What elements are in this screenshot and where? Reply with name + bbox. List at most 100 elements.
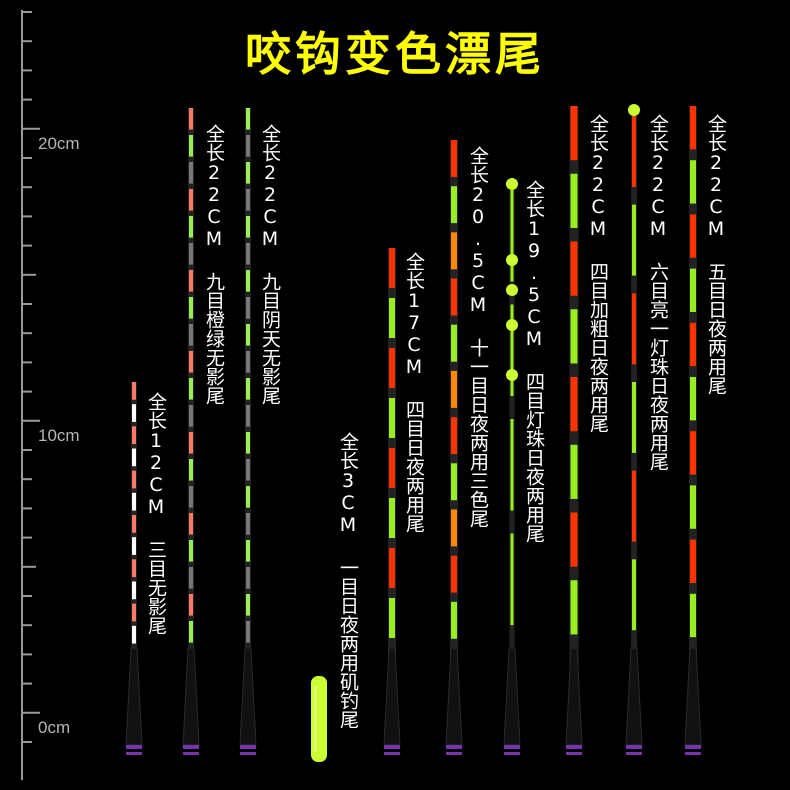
float-tail-segment — [246, 162, 250, 184]
float-tail-segment — [246, 135, 250, 157]
float-body — [383, 647, 401, 746]
float-tail-segment — [246, 189, 250, 211]
float-tail-segment — [570, 580, 578, 635]
float-base-ring — [626, 745, 642, 749]
float-tail-segment — [189, 405, 193, 427]
float-tail-segment — [189, 378, 193, 400]
float-tail-segment — [451, 601, 457, 639]
float-tail-segment — [246, 621, 250, 643]
float-tail-segment — [246, 270, 250, 292]
float-tail-segment — [189, 486, 193, 508]
float-tail-segment — [632, 470, 636, 542]
float-tail-segment — [570, 444, 578, 499]
float-base-ring — [126, 752, 142, 755]
float-tail-segment — [189, 432, 193, 454]
float-tail-segment — [389, 348, 395, 388]
float-tail-segment — [510, 304, 514, 397]
float-f1 — [125, 382, 143, 755]
float-base-ring — [626, 752, 642, 755]
float-tube-highlight — [314, 686, 317, 752]
float-tail-segment — [246, 594, 250, 616]
float-tail-segment — [451, 278, 457, 316]
float-tail-segment — [570, 173, 578, 228]
float-tail-segment — [189, 297, 193, 319]
float-f3 — [239, 108, 257, 755]
float-bead — [506, 254, 518, 266]
float-tail-segment — [451, 417, 457, 455]
float-bead — [506, 319, 518, 331]
float-base-ring — [240, 752, 256, 755]
float-label-22cm-five: 全长22CM 五目日夜两用尾 — [705, 114, 727, 395]
float-tail-segment — [451, 232, 457, 270]
float-f5 — [383, 248, 401, 755]
float-base-ring — [566, 745, 582, 749]
float-base-ring — [685, 752, 701, 755]
float-tail-segment — [389, 598, 395, 638]
float-tail-segment — [389, 298, 395, 338]
float-tail-segment — [132, 382, 136, 400]
float-body — [565, 647, 583, 746]
float-f7 — [503, 178, 521, 755]
ruler-label-0cm: 0cm — [38, 718, 71, 737]
float-tail-segment — [132, 581, 136, 600]
float-tail-segment — [389, 398, 395, 438]
float-tail-segment — [189, 135, 193, 157]
float-tail-segment — [132, 448, 136, 467]
float-tail-segment — [189, 351, 193, 373]
float-tail-segment — [189, 189, 193, 211]
float-label-12cm: 全长12CM 三目无影尾 — [145, 392, 167, 635]
float-tail-segment — [189, 108, 193, 130]
float-tail-segment — [690, 593, 696, 638]
float-tail-segment — [451, 370, 457, 408]
float-tail-segment — [189, 513, 193, 535]
ruler-scale — [21, 10, 40, 780]
float-tail-segment — [389, 448, 395, 488]
float-tail-segment — [690, 431, 696, 475]
float-tip-bead — [628, 104, 640, 116]
float-base-ring — [183, 745, 199, 749]
float-label-22cm-nine-cloudy: 全长22CM 九目阴天无影尾 — [259, 124, 281, 405]
float-tail-segment — [246, 459, 250, 481]
float-f8 — [565, 106, 583, 755]
float-f6 — [445, 140, 463, 755]
float-tail-segment — [690, 485, 696, 529]
float-tail-segment — [570, 106, 578, 161]
float-f2 — [182, 108, 200, 755]
float-tail-segment — [632, 116, 636, 187]
float-tail-segment — [451, 140, 457, 177]
float-tail-segment — [690, 377, 696, 421]
float-tail-segment — [510, 533, 514, 626]
float-tail-segment — [189, 459, 193, 481]
float-tail-segment — [246, 567, 250, 589]
float-label-17cm: 全长17CM 四目日夜两用尾 — [403, 252, 425, 533]
ruler-label-20cm: 20cm — [38, 134, 80, 153]
float-body — [445, 647, 463, 746]
float-f10 — [684, 106, 702, 755]
float-tail-segment — [132, 470, 136, 489]
float-tail-segment — [132, 559, 136, 578]
float-bead — [506, 369, 518, 381]
float-tail-segment — [451, 509, 457, 547]
float-tail-segment — [451, 324, 457, 362]
float-label-3cm: 全长3CM 一目日夜两用矶钓尾 — [337, 432, 359, 729]
float-tail-segment — [690, 268, 696, 312]
float-tail-segment — [246, 540, 250, 562]
float-base-ring — [685, 745, 701, 749]
float-tail-segment — [246, 513, 250, 535]
float-tail-segment — [189, 567, 193, 589]
float-base-ring — [126, 745, 142, 749]
float-f4 — [311, 676, 327, 762]
float-body — [684, 647, 702, 746]
float-tail-segment — [690, 106, 696, 150]
float-tail-segment — [246, 405, 250, 427]
float-base-ring — [384, 745, 400, 749]
float-base-ring — [446, 752, 462, 755]
float-tail-segment — [189, 216, 193, 238]
float-tail-segment — [189, 594, 193, 616]
page-title: 咬钩变色漂尾 — [245, 27, 545, 81]
float-label-22cm-six-bead: 全长22CM 六目亮一灯珠日夜两用尾 — [647, 114, 669, 471]
float-base-ring — [183, 752, 199, 755]
float-label-19-5cm: 全长19.5CM 四目灯珠日夜两用尾 — [523, 180, 545, 543]
float-tail-segment — [451, 555, 457, 593]
float-label-20-5cm: 全长20.5CM 十一目日夜两用三色尾 — [467, 146, 489, 528]
